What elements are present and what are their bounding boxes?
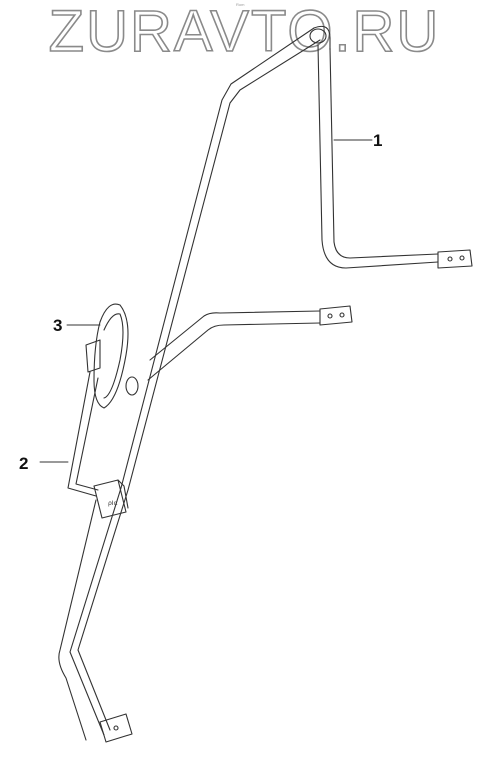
middle-branch-tube [125, 305, 353, 396]
callout-3: 3 [53, 316, 63, 335]
clamp-mark: ρΙα [108, 500, 118, 507]
part-1-upper-bracket [120, 25, 473, 491]
watermark-logo: ZURAVTO.RU [48, 0, 441, 64]
part-3-mirror [85, 303, 129, 409]
callout-2: 2 [19, 454, 29, 473]
part-2-lower-arm: ρΙα [58, 371, 133, 743]
tiny-label: Rom [236, 2, 245, 7]
callout-1: 1 [373, 131, 383, 150]
